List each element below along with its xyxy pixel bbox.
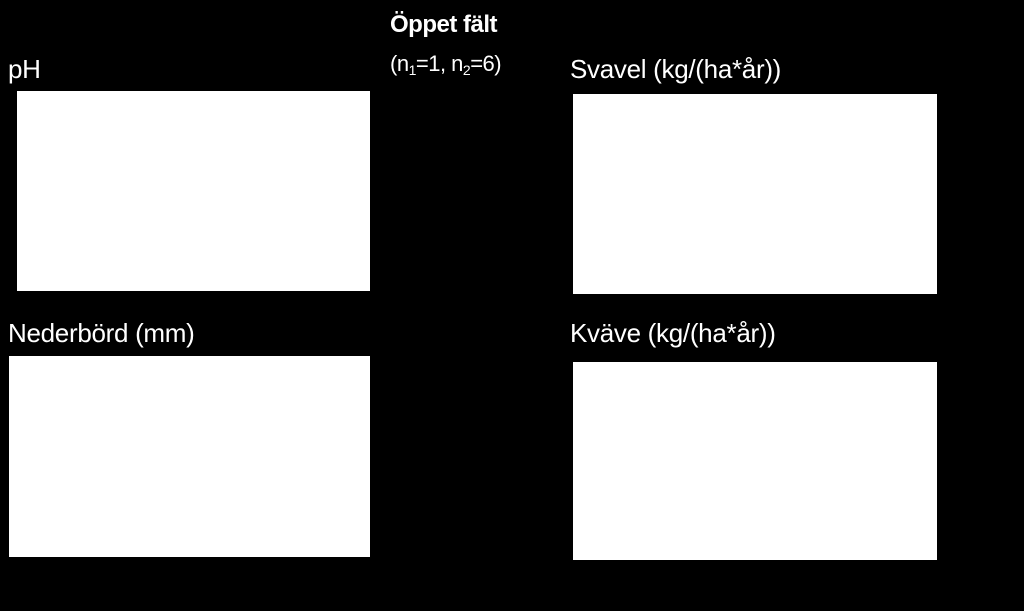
subscript-1: 1 — [408, 62, 417, 78]
chart-title-svavel: Svavel (kg/(ha*år)) — [570, 54, 782, 84]
subscript-2: 2 — [462, 62, 471, 78]
plot-area-nederbord — [9, 356, 370, 557]
plot-area-svavel — [573, 94, 937, 294]
header-subtitle: (n1=1, n2=6) — [390, 48, 550, 80]
chart-title-nederbord: Nederbörd (mm) — [8, 318, 195, 348]
subtitle-mid: =1, n — [415, 51, 464, 76]
subtitle-suffix: =6) — [470, 51, 502, 76]
plot-area-kvave — [573, 362, 937, 560]
header: Öppet fält (n1=1, n2=6) — [390, 8, 550, 80]
chart-title-kvave: Kväve (kg/(ha*år)) — [570, 318, 776, 348]
chart-title-ph: pH — [8, 54, 41, 84]
plot-area-ph — [17, 91, 370, 291]
header-title: Öppet fält — [390, 11, 498, 38]
subtitle-prefix: (n — [390, 51, 409, 76]
